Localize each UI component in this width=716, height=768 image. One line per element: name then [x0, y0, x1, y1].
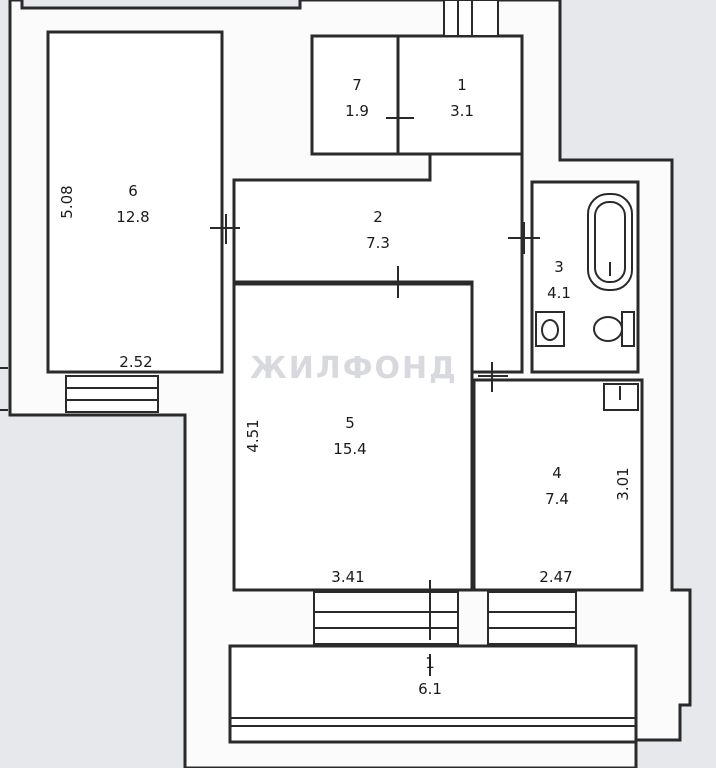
door-marks [210, 100, 540, 676]
balcony-door-bottom [313, 591, 577, 645]
room-1-top-number: 1 [457, 76, 467, 94]
room-1-top-area: 3.1 [450, 102, 474, 120]
dimension-room4-height: 3.01 [614, 467, 632, 500]
balcony-door-left [65, 375, 159, 413]
room-7-number: 7 [352, 76, 362, 94]
room-7-outline [310, 34, 400, 156]
entrance-door [443, 0, 499, 37]
room-4-number: 4 [552, 464, 562, 482]
room-7-area: 1.9 [345, 102, 369, 120]
bathtub-icon [587, 193, 633, 291]
kitchen-sink-icon [603, 383, 639, 411]
loggia-number: 1 [425, 654, 435, 672]
dimension-room6-width: 2.52 [119, 353, 152, 371]
room-6-number: 6 [128, 182, 138, 200]
room-labels: 6 12.8 7 1.9 1 3.1 2 7.3 3 4.1 5 15.4 4 … [116, 76, 571, 698]
toilet-icon [593, 311, 635, 347]
room-3-number: 3 [554, 258, 564, 276]
room-2-number: 2 [373, 208, 383, 226]
room-6-outline [46, 30, 224, 374]
room-5-outline [232, 282, 474, 592]
dimension-room5-height: 4.51 [244, 419, 262, 452]
room-6-area: 12.8 [116, 208, 149, 226]
watermark: ЖИЛФОНД [250, 351, 458, 386]
room-4-outline [472, 378, 644, 592]
room-5-number: 5 [345, 414, 355, 432]
room-1-top-outline [396, 34, 524, 156]
loggia-area: 6.1 [418, 680, 442, 698]
room-3-area: 4.1 [547, 284, 571, 302]
room-2-outline [232, 152, 524, 374]
dimension-room4-width: 2.47 [539, 568, 572, 586]
sink-icon [535, 311, 565, 347]
dimension-room6-height: 5.08 [58, 185, 76, 218]
room-2-area: 7.3 [366, 234, 390, 252]
dimension-room5-width: 3.41 [331, 568, 364, 586]
dimension-labels: 5.08 2.52 4.51 3.41 2.47 3.01 [58, 185, 632, 586]
room-5-area: 15.4 [333, 440, 366, 458]
room-4-area: 7.4 [545, 490, 569, 508]
